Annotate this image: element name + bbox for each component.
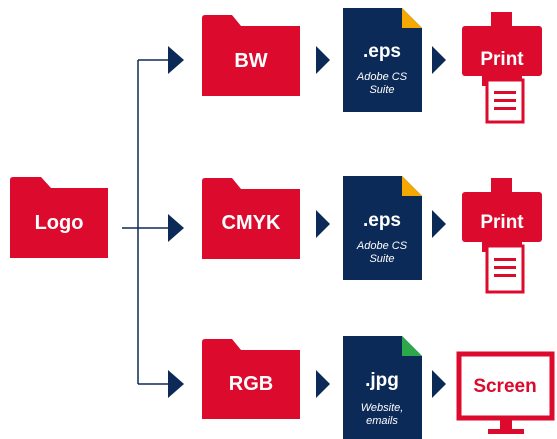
printer-paper-top bbox=[491, 12, 512, 28]
monitor-screen bbox=[456, 351, 555, 421]
arrow-icon bbox=[168, 370, 184, 398]
printer-paper-out bbox=[485, 78, 525, 124]
printer-paper-line bbox=[494, 107, 516, 110]
row-cmyk: CMYK .eps Adobe CS Suite Print bbox=[202, 176, 542, 294]
arrow-icon bbox=[168, 46, 184, 74]
print-label-box bbox=[479, 208, 524, 234]
monitor-base bbox=[488, 429, 524, 434]
row-bw: BW .eps Adobe CS Suite Print bbox=[202, 8, 542, 124]
output-label-cmyk: Print bbox=[480, 212, 524, 233]
output-label-rgb: Screen bbox=[473, 376, 536, 397]
file-ext-cmyk: .eps bbox=[363, 210, 401, 231]
folder-icon bbox=[202, 339, 300, 419]
print-label-box bbox=[479, 44, 524, 70]
arrow-icon bbox=[432, 370, 446, 398]
folder-icon bbox=[202, 178, 300, 259]
file-desc-bw-line1: Adobe CS bbox=[356, 71, 408, 83]
printer-paper-line bbox=[494, 274, 516, 277]
document-icon bbox=[343, 8, 422, 112]
file-desc-bw-line2: Suite bbox=[369, 84, 394, 96]
printer-paper-out bbox=[485, 244, 525, 294]
document-corner-eps bbox=[402, 8, 422, 28]
arrow-icon bbox=[316, 210, 330, 238]
folder-icon bbox=[10, 177, 108, 258]
output-label-bw: Print bbox=[480, 49, 524, 70]
folder-label-rgb: RGB bbox=[229, 373, 273, 395]
document-corner-eps bbox=[402, 176, 422, 196]
file-desc-rgb-line1: Website, bbox=[361, 402, 404, 414]
file-ext-rgb: .jpg bbox=[365, 370, 399, 391]
arrow-icon bbox=[432, 46, 446, 74]
arrow-icon bbox=[316, 370, 330, 398]
arrows bbox=[168, 46, 446, 398]
document-corner-jpg bbox=[402, 336, 422, 356]
folder-label-logo: Logo bbox=[35, 212, 84, 234]
monitor-neck bbox=[500, 418, 512, 430]
row-rgb: RGB .jpg Website, emails Screen bbox=[202, 336, 555, 439]
printer-paper-line bbox=[494, 91, 516, 94]
file-ext-bw: .eps bbox=[363, 41, 401, 62]
connector-lines bbox=[122, 59, 170, 385]
printer-paper-top bbox=[491, 178, 512, 194]
connector-trunk bbox=[122, 60, 139, 384]
folder-label-bw: BW bbox=[234, 50, 267, 72]
folder-icon bbox=[202, 15, 300, 96]
folder-label-cmyk: CMYK bbox=[222, 212, 281, 234]
arrow-icon bbox=[432, 210, 446, 238]
printer-paper-line bbox=[494, 266, 516, 269]
monitor-icon bbox=[456, 351, 555, 434]
file-desc-cmyk-line2: Suite bbox=[369, 253, 394, 265]
file-desc-rgb-line2: emails bbox=[366, 415, 398, 427]
arrow-icon bbox=[316, 46, 330, 74]
printer-icon bbox=[462, 178, 542, 294]
printer-paper-line bbox=[494, 99, 516, 102]
document-icon bbox=[343, 336, 422, 439]
document-icon bbox=[343, 176, 422, 280]
printer-paper-line bbox=[494, 258, 516, 261]
arrow-icon bbox=[168, 214, 184, 242]
logo-folder: Logo bbox=[10, 177, 108, 258]
file-desc-cmyk-line1: Adobe CS bbox=[356, 240, 408, 252]
